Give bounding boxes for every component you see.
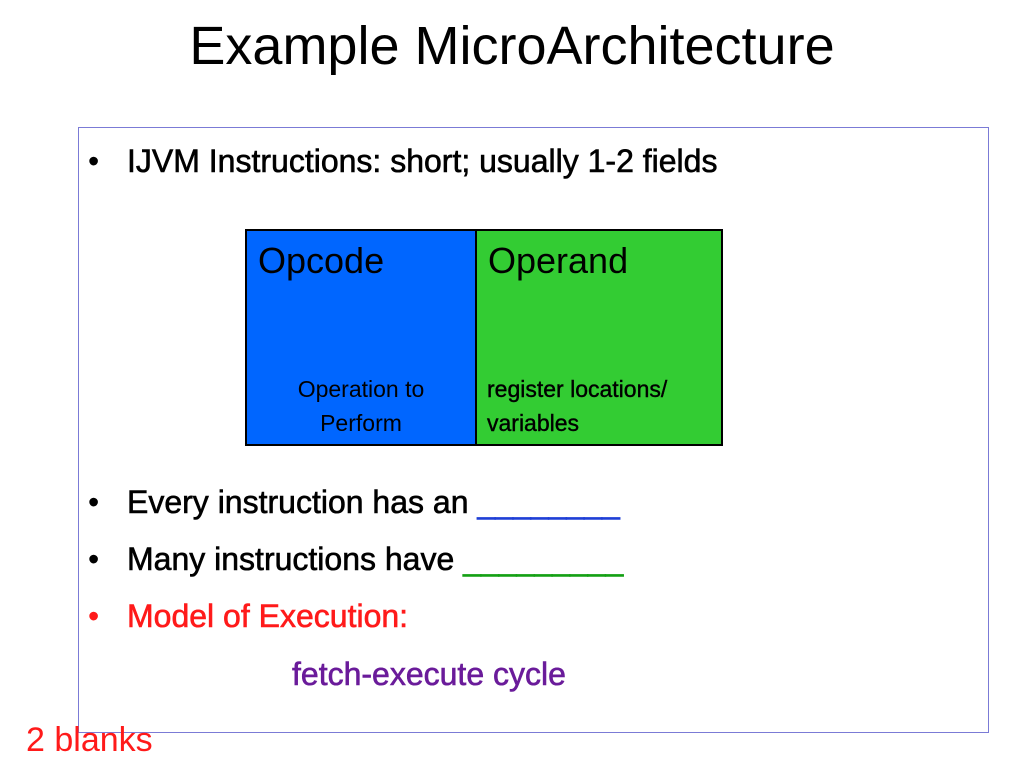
bullet-marker: •: [88, 598, 100, 634]
opcode-description-line1: Operation to: [297, 376, 425, 402]
bullet-marker: •: [88, 143, 100, 179]
content-box: • IJVM Instructions: short; usually 1-2 …: [78, 127, 989, 733]
operand-description: register locations/ variables: [487, 372, 727, 440]
opcode-label: Opcode: [258, 240, 385, 281]
bullet-text: Model of Execution:: [127, 598, 409, 635]
bullet-text: Many instructions have _________: [127, 539, 624, 579]
fill-in-blank: _________: [463, 541, 624, 578]
fill-in-blank: ________: [477, 484, 620, 521]
operand-field: Operand register locations/ variables: [477, 231, 721, 444]
bullet-marker: •: [88, 484, 100, 520]
operand-description-line1: register locations/: [487, 376, 668, 402]
opcode-field: Opcode Operation to Perform: [247, 231, 477, 444]
bullet-text: IJVM Instructions: short; usually 1-2 fi…: [127, 143, 718, 180]
bullet-text-main: Many instructions have: [127, 541, 464, 578]
opcode-description-line2: Perform: [320, 410, 402, 436]
slide-title: Example MicroArchitecture: [189, 16, 835, 76]
operand-description-line2: variables: [487, 410, 580, 436]
operand-label: Operand: [488, 240, 629, 281]
fetch-execute-cycle-text: fetch-execute cycle: [292, 656, 567, 693]
footnote-blanks: 2 blanks: [26, 721, 153, 759]
bullet-text: Every instruction has an ________: [127, 482, 620, 522]
bullet-text-main: Every instruction has an: [127, 484, 478, 521]
bullet-marker: •: [88, 541, 100, 577]
instruction-format-table: Opcode Operation to Perform Operand regi…: [245, 229, 723, 446]
opcode-description: Operation to Perform: [247, 372, 475, 440]
